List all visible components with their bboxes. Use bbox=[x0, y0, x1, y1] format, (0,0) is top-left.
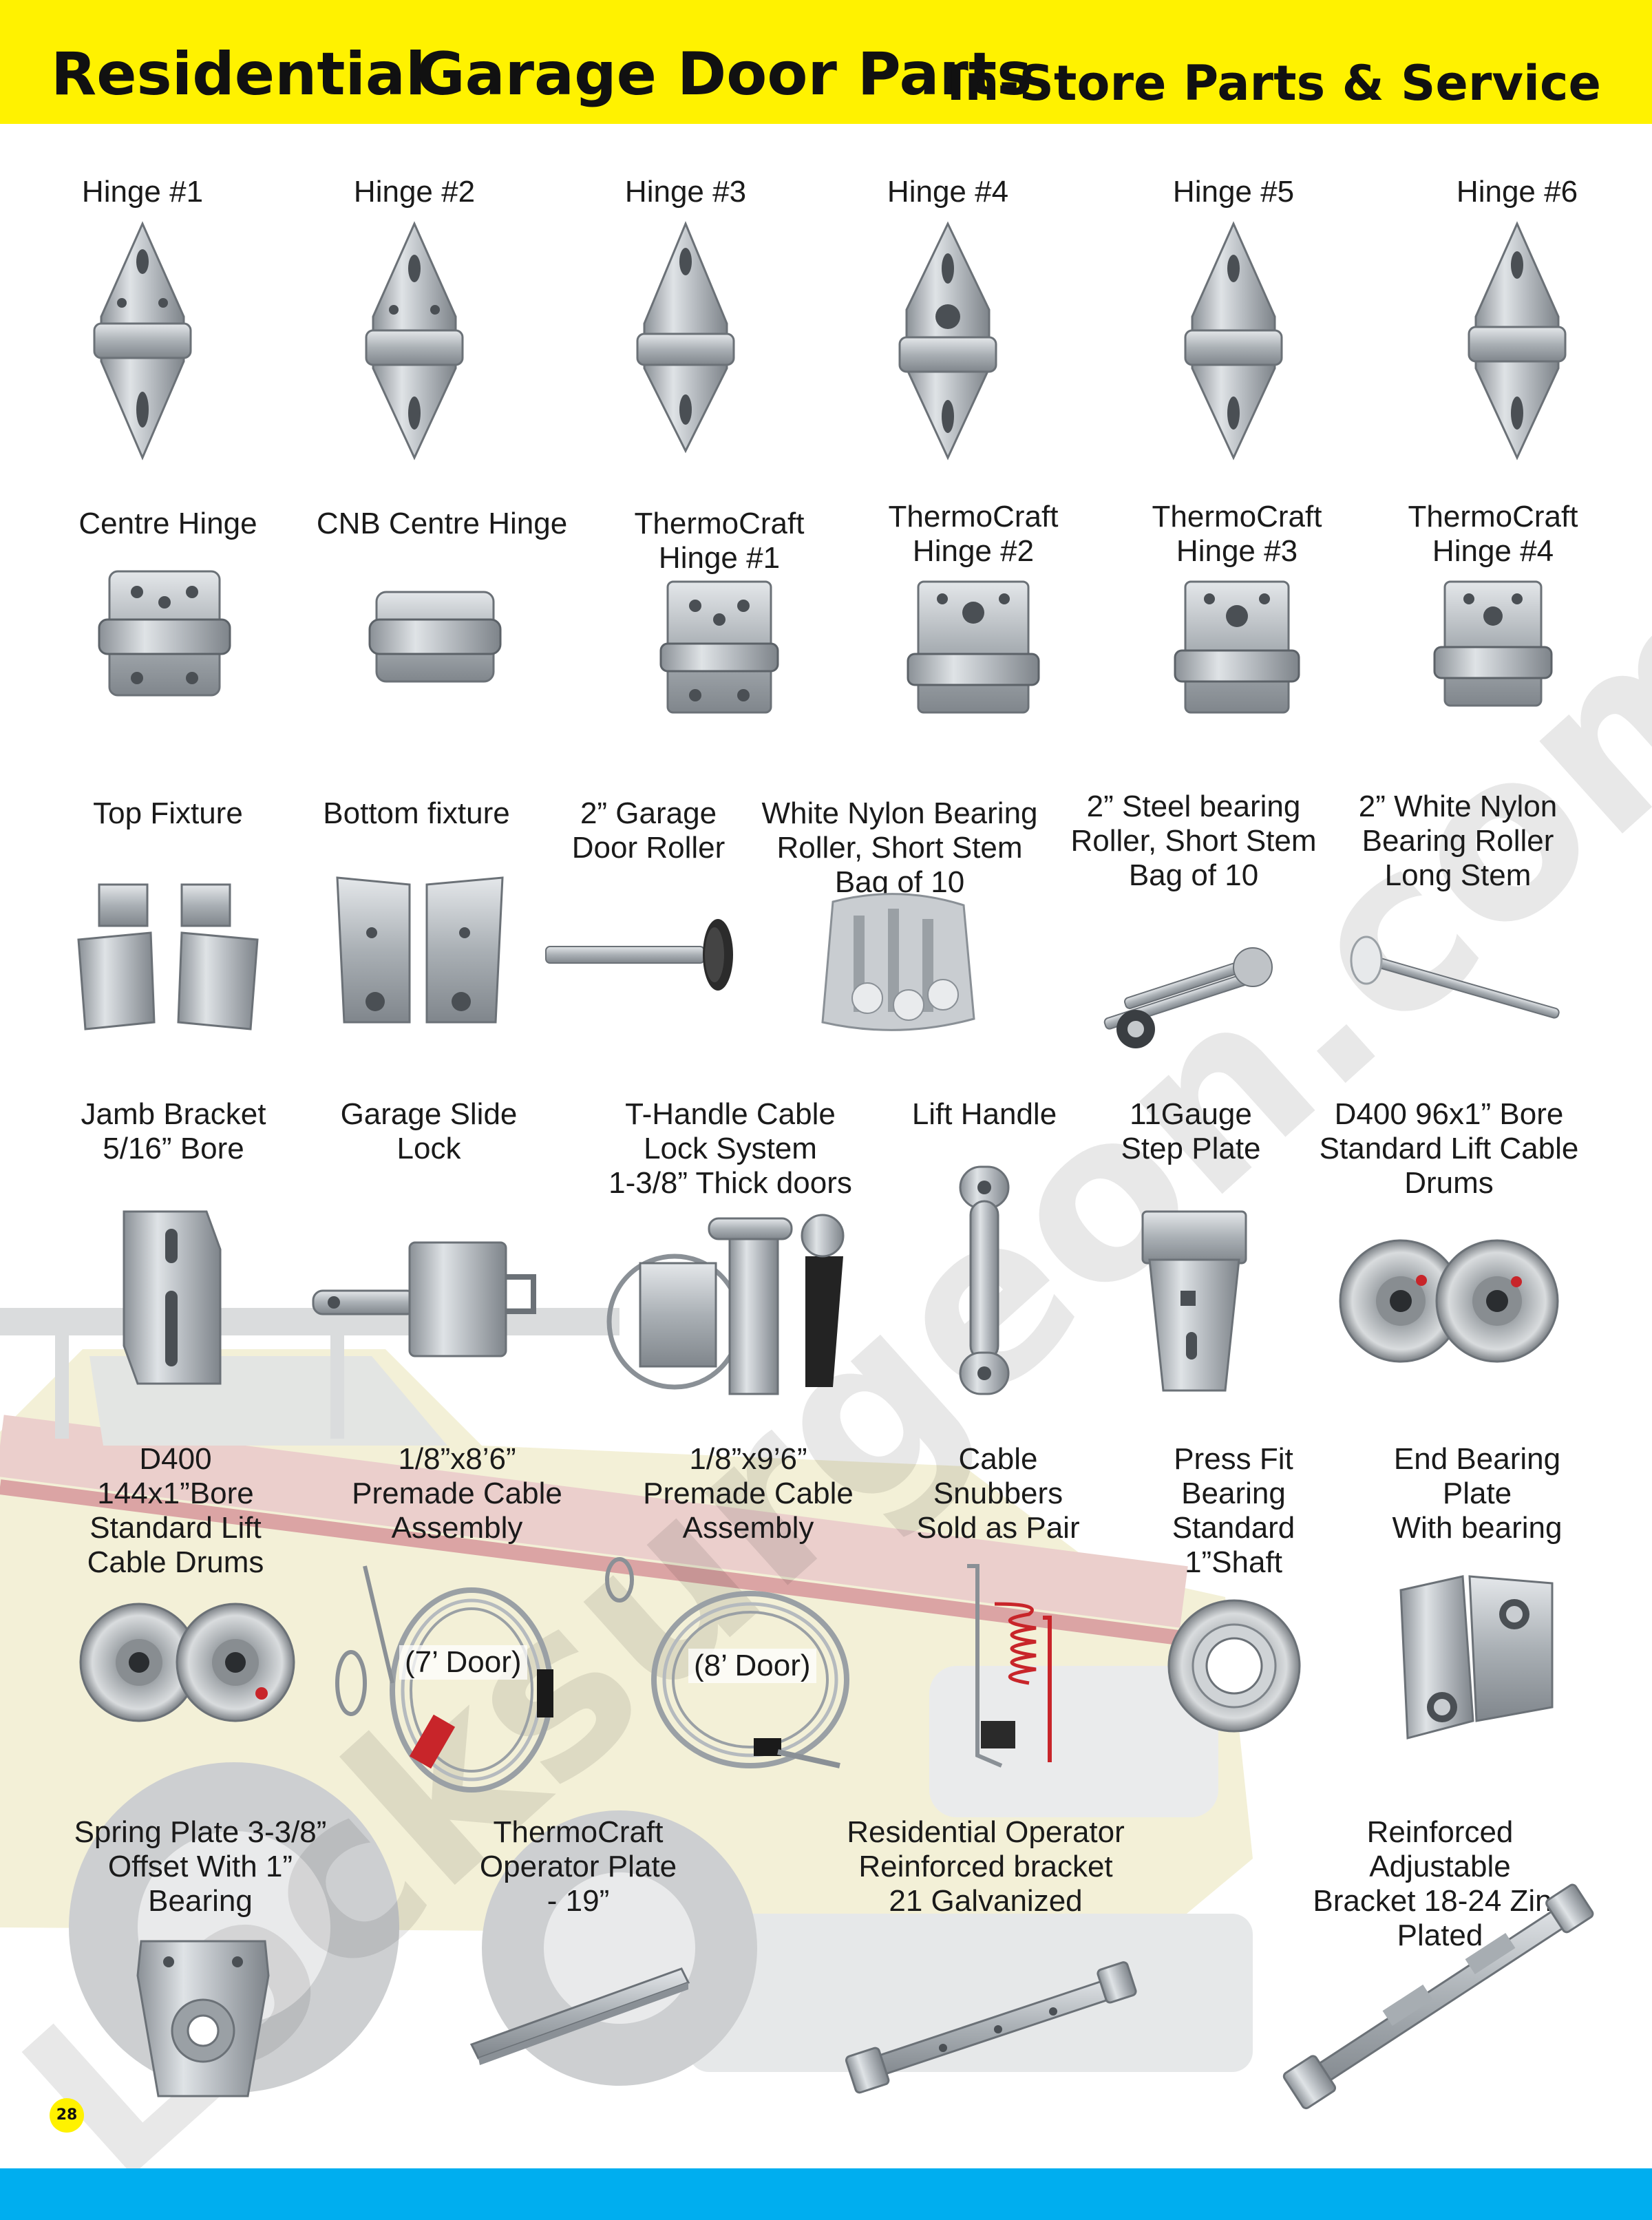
bottom-fixture-image bbox=[330, 871, 509, 1029]
part-label-thermocraft-hinge-2: ThermoCraft Hinge #2 bbox=[888, 500, 1059, 568]
part-label-garage-slide-lock: Garage Slide Lock bbox=[340, 1097, 518, 1165]
part-label-white-nylon-bearing-roller-short: White Nylon Bearing Roller, Short Stem B… bbox=[761, 796, 1038, 899]
reinforced-adjustable-bracket-image bbox=[1282, 1883, 1594, 2110]
hinge-5-image bbox=[1182, 220, 1285, 461]
part-label-lift-handle: Lift Handle bbox=[911, 1097, 1057, 1131]
footer-bar bbox=[0, 2168, 1652, 2220]
end-bearing-plate-image bbox=[1394, 1569, 1559, 1745]
part-label-press-fit-bearing: Press Fit Bearing Standard 1”Shaft bbox=[1172, 1442, 1295, 1579]
part-label-step-plate: 11Gauge Step Plate bbox=[1121, 1097, 1261, 1165]
steel-bearing-roller-image bbox=[1094, 943, 1287, 1048]
press-fit-bearing-image bbox=[1165, 1597, 1303, 1735]
part-label-cable-assembly-9-6: 1/8”x9’6” Premade Cable Assembly bbox=[643, 1442, 854, 1545]
hinge-6-image bbox=[1465, 220, 1569, 461]
part-label-cable-assembly-8-6: 1/8”x8’6” Premade Cable Assembly bbox=[352, 1442, 562, 1545]
step-plate-image bbox=[1139, 1208, 1249, 1394]
part-label-residential-operator-bracket: Residential Operator Reinforced bracket … bbox=[847, 1815, 1125, 1918]
white-nylon-roller-bag-image bbox=[812, 888, 984, 1036]
residential-operator-bracket-image bbox=[845, 1955, 1137, 2094]
part-label-cnb-centre-hinge: CNB Centre Hinge bbox=[316, 507, 568, 540]
part-label-centre-hinge: Centre Hinge bbox=[78, 507, 257, 540]
cnb-centre-hinge-image bbox=[366, 585, 504, 688]
part-label-hinge-1: Hinge #1 bbox=[81, 175, 204, 209]
lift-handle-image bbox=[950, 1163, 1019, 1397]
hinge-4-image bbox=[896, 220, 999, 461]
part-label-thermocraft-operator-plate: ThermoCraft Operator Plate - 19” bbox=[479, 1815, 677, 1918]
hinge-2-image bbox=[363, 220, 466, 461]
part-label-spring-plate: Spring Plate 3-3/8” Offset With 1” Beari… bbox=[74, 1815, 327, 1918]
white-nylon-long-stem-roller-image bbox=[1342, 933, 1569, 1043]
d400-144-drums-image bbox=[77, 1597, 297, 1728]
cable-tag-7-door: (7’ Door) bbox=[399, 1645, 527, 1680]
part-label-hinge-3: Hinge #3 bbox=[624, 175, 747, 209]
part-label-d400-96-drums: D400 96x1” Bore Standard Lift Cable Drum… bbox=[1319, 1097, 1579, 1200]
part-label-t-handle-cable-lock: T-Handle Cable Lock System 1-3/8” Thick … bbox=[608, 1097, 852, 1200]
header-title-garage-door-parts: Garage Door Parts bbox=[416, 40, 1032, 109]
part-label-cable-snubbers: Cable Snubbers Sold as Pair bbox=[916, 1442, 1080, 1545]
cable-snubbers-image bbox=[960, 1563, 1070, 1769]
hinge-1-image bbox=[91, 220, 194, 461]
t-handle-cable-lock-image bbox=[606, 1208, 854, 1408]
spring-plate-image bbox=[134, 1934, 272, 2100]
part-label-garage-door-roller: 2” Garage Door Roller bbox=[571, 796, 726, 865]
part-label-jamb-bracket: Jamb Bracket 5/16” Bore bbox=[81, 1097, 266, 1165]
part-label-thermocraft-hinge-3: ThermoCraft Hinge #3 bbox=[1152, 500, 1322, 568]
top-fixture-image bbox=[72, 878, 264, 1036]
centre-hinge-image bbox=[96, 564, 233, 702]
part-label-hinge-5: Hinge #5 bbox=[1172, 175, 1295, 209]
thermocraft-operator-plate-image bbox=[465, 1962, 692, 2065]
d400-96-drums-image bbox=[1339, 1232, 1559, 1370]
part-label-hinge-6: Hinge #6 bbox=[1456, 175, 1578, 209]
part-label-hinge-4: Hinge #4 bbox=[887, 175, 1009, 209]
thermocraft-hinge-2-image bbox=[904, 578, 1042, 716]
thermocraft-hinge-4-image bbox=[1431, 578, 1555, 709]
cable-tag-8-door: (8’ Door) bbox=[688, 1649, 816, 1683]
jamb-bracket-image bbox=[117, 1208, 227, 1387]
page-number-badge: 28 bbox=[50, 2098, 84, 2133]
part-label-white-nylon-bearing-roller-long: 2” White Nylon Bearing Roller Long Stem bbox=[1358, 790, 1558, 892]
part-label-end-bearing-plate: End Bearing Plate With bearing bbox=[1392, 1442, 1563, 1545]
part-label-steel-bearing-roller-short: 2” Steel bearing Roller, Short Stem Bag … bbox=[1070, 790, 1317, 892]
header-title-residential: Residential bbox=[51, 40, 426, 109]
part-label-bottom-fixture: Bottom fixture bbox=[323, 796, 510, 830]
part-label-top-fixture: Top Fixture bbox=[93, 796, 243, 830]
part-label-thermocraft-hinge-1: ThermoCraft Hinge #1 bbox=[634, 507, 805, 575]
part-label-thermocraft-hinge-4: ThermoCraft Hinge #4 bbox=[1408, 500, 1578, 568]
garage-door-roller-image bbox=[545, 916, 745, 998]
header-bar: Residential Garage Door Parts In-Store P… bbox=[0, 0, 1652, 124]
thermocraft-hinge-3-image bbox=[1172, 578, 1302, 716]
header-in-store-service: In-Store Parts & Service bbox=[946, 55, 1601, 112]
background-truck-image bbox=[0, 1308, 1308, 2168]
part-label-hinge-2: Hinge #2 bbox=[353, 175, 476, 209]
hinge-3-image bbox=[634, 220, 737, 454]
cable-assembly-9-6-image bbox=[605, 1557, 854, 1786]
thermocraft-hinge-1-image bbox=[657, 578, 781, 716]
cable-assembly-8-6-image bbox=[317, 1545, 558, 1800]
part-label-d400-144-drums: D400 144x1”Bore Standard Lift Cable Drum… bbox=[87, 1442, 264, 1579]
garage-slide-lock-image bbox=[312, 1236, 537, 1366]
